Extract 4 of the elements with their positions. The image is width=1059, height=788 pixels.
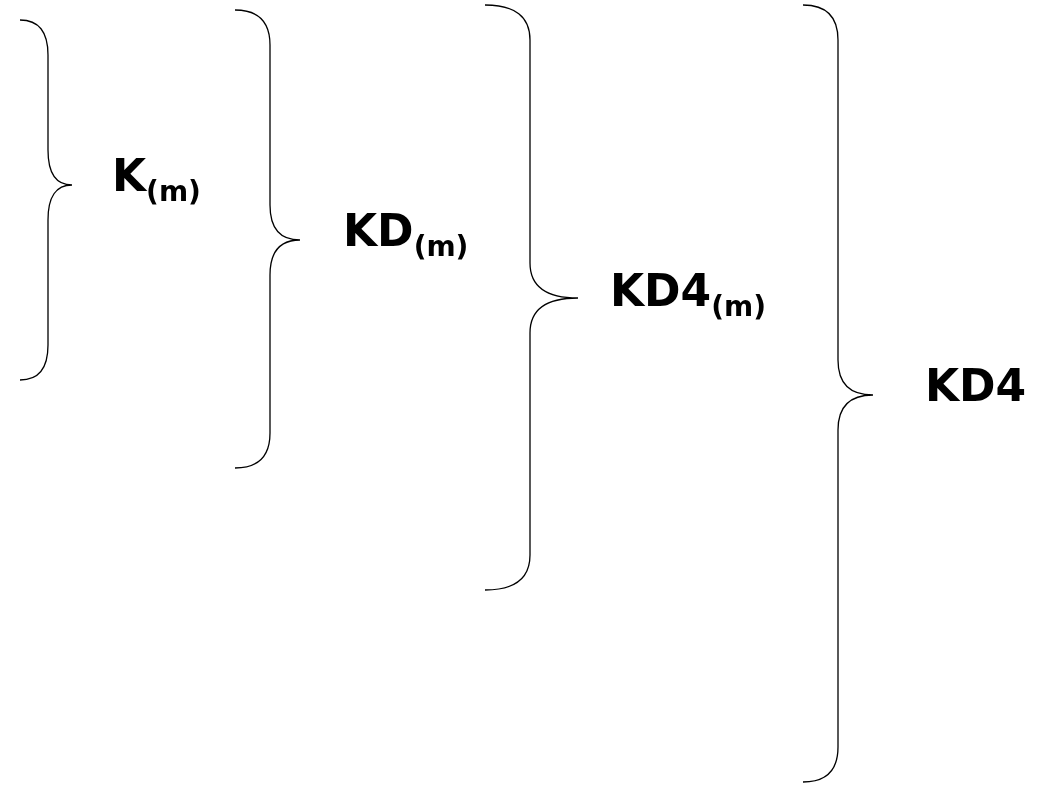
brace-label: KD4 xyxy=(925,360,1027,411)
brace-label: K$_{(m)}$ xyxy=(112,150,201,208)
brace-label: KD$_{(m)}$ xyxy=(343,205,469,263)
brace-label: KD4$_{(m)}$ xyxy=(610,265,766,323)
